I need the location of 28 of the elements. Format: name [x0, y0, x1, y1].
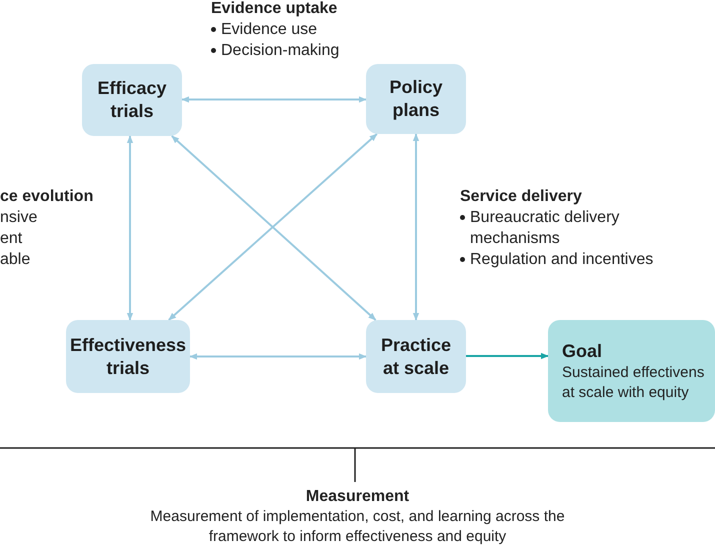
section-heading: Evidence uptake: [211, 0, 338, 19]
arrow: [466, 352, 549, 360]
section-heading: Measurement: [306, 487, 410, 507]
arrow: [181, 96, 367, 103]
node-title: Policy plans: [388, 76, 444, 122]
list-item: Evidence use: [221, 21, 318, 38]
goal-box: [548, 320, 715, 422]
list-item: Bureaucratic delivery mechanisms: [470, 209, 620, 247]
process-box: [366, 320, 466, 393]
list-item: Regulation and incentives: [470, 251, 654, 268]
section-heading: Service delivery: [460, 187, 583, 207]
section-heading: ce evolution: [0, 187, 94, 207]
arrow: [189, 353, 367, 360]
node-title: Practice at scale: [380, 334, 452, 380]
process-box: [366, 64, 466, 134]
process-box: [66, 320, 190, 393]
node-title: Goal: [562, 340, 602, 362]
process-box: [82, 64, 182, 136]
list-item: able: [0, 250, 32, 270]
list-item: nsive: [0, 208, 38, 228]
list-item: ent: [0, 229, 24, 249]
node-text: Sustained effectivens at scale with equity: [562, 362, 706, 402]
arrow: [126, 135, 134, 321]
arrow: [412, 133, 420, 321]
node-title: Effectiveness trials: [70, 334, 186, 380]
description-text: Measurement of implementation, cost, and learning across the framework to inform effectiveness and equity: [149, 507, 566, 547]
list-item: Decision-making: [221, 42, 340, 59]
node-title: Efficacy trials: [96, 77, 168, 123]
